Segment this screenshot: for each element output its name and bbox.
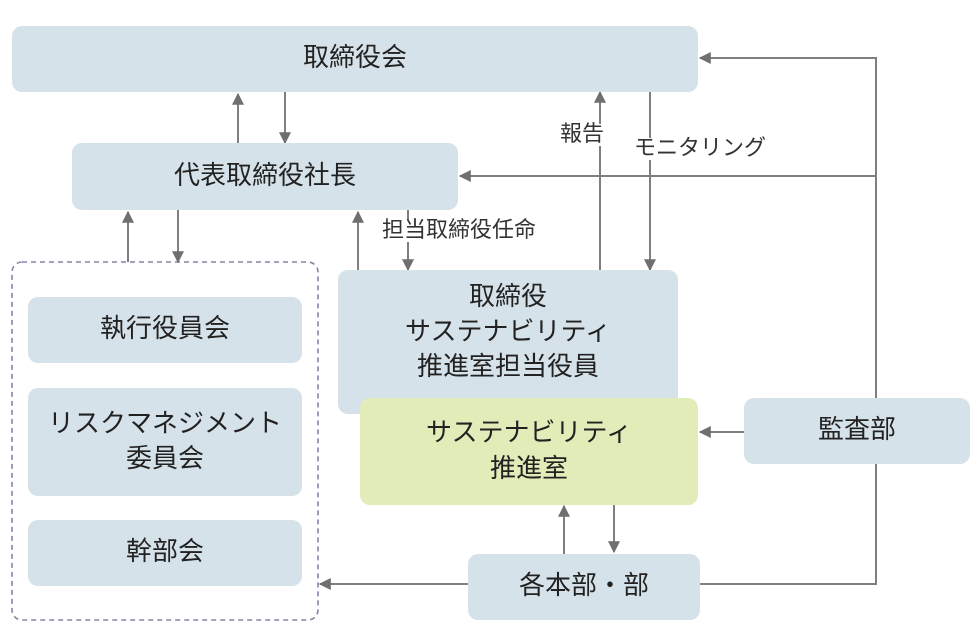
audit-line-to-board bbox=[698, 52, 877, 398]
sustainability-office-node: サステナビリティ 推進室 bbox=[360, 398, 698, 505]
sustainability-office-label: サステナビリティ 推進室 bbox=[426, 418, 632, 484]
committee-group-border bbox=[11, 261, 319, 621]
risk-committee-node: リスクマネジメント 委員会 bbox=[28, 388, 302, 496]
exec-committee-node: 執行役員会 bbox=[28, 297, 302, 363]
sustainability-officer-label: 取締役 サステナビリティ 推進室担当役員 bbox=[405, 282, 611, 383]
report-label: 報告 bbox=[560, 122, 605, 147]
president-node: 代表取締役社長 bbox=[72, 143, 458, 210]
divisions-label: 各本部・部 bbox=[518, 571, 649, 602]
audit-node: 監査部 bbox=[744, 398, 970, 464]
divisions-node: 各本部・部 bbox=[468, 554, 700, 620]
sustainability-officer-node: 取締役 サステナビリティ 推進室担当役員 bbox=[338, 270, 678, 414]
board-node: 取締役会 bbox=[12, 26, 698, 92]
appoint-label: 担当取締役任命 bbox=[382, 218, 537, 243]
management-meeting-label: 幹部会 bbox=[125, 537, 204, 568]
risk-committee-label: リスクマネジメント 委員会 bbox=[47, 408, 282, 474]
audit-line-to-divisions bbox=[700, 464, 877, 585]
audit-label: 監査部 bbox=[817, 415, 896, 446]
management-meeting-node: 幹部会 bbox=[28, 520, 302, 586]
board-label: 取締役会 bbox=[302, 43, 407, 74]
president-label: 代表取締役社長 bbox=[173, 160, 356, 191]
monitoring-label: モニタリング bbox=[634, 136, 767, 161]
exec-committee-label: 執行役員会 bbox=[99, 314, 230, 345]
